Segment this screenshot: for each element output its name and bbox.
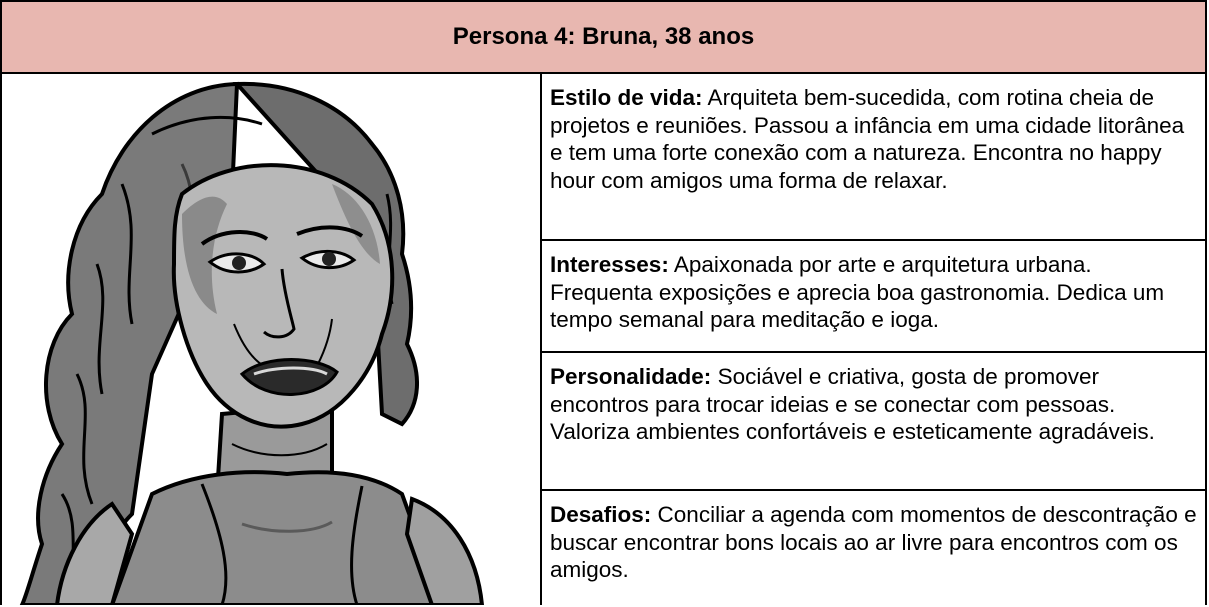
personality-cell: Personalidade: Sociável e criativa, gost…: [542, 353, 1205, 491]
woman-portrait-illustration: [19, 81, 485, 605]
interests-cell: Interesses: Apaixonada por arte e arquit…: [542, 241, 1205, 353]
personality-text: Sociável e criativa, gosta de promover e…: [550, 364, 1155, 444]
interests-label: Interesses:: [550, 252, 669, 277]
challenges-text: Conciliar a agenda com momentos de desco…: [550, 502, 1197, 582]
interests-text: Apaixonada por arte e arquitetura urbana…: [550, 252, 1165, 332]
lifestyle-cell: Estilo de vida: Arquiteta bem-sucedida, …: [542, 74, 1205, 241]
lifestyle-label: Estilo de vida:: [550, 85, 703, 110]
persona-title: Persona 4: Bruna, 38 anos: [2, 2, 1205, 74]
portrait-cell: [2, 74, 542, 605]
personality-label: Personalidade:: [550, 364, 712, 389]
challenges-label: Desafios:: [550, 502, 652, 527]
lifestyle-text: Arquiteta bem-sucedida, com rotina cheia…: [550, 85, 1185, 193]
challenges-cell: Desafios: Conciliar a agenda com momento…: [542, 491, 1205, 607]
